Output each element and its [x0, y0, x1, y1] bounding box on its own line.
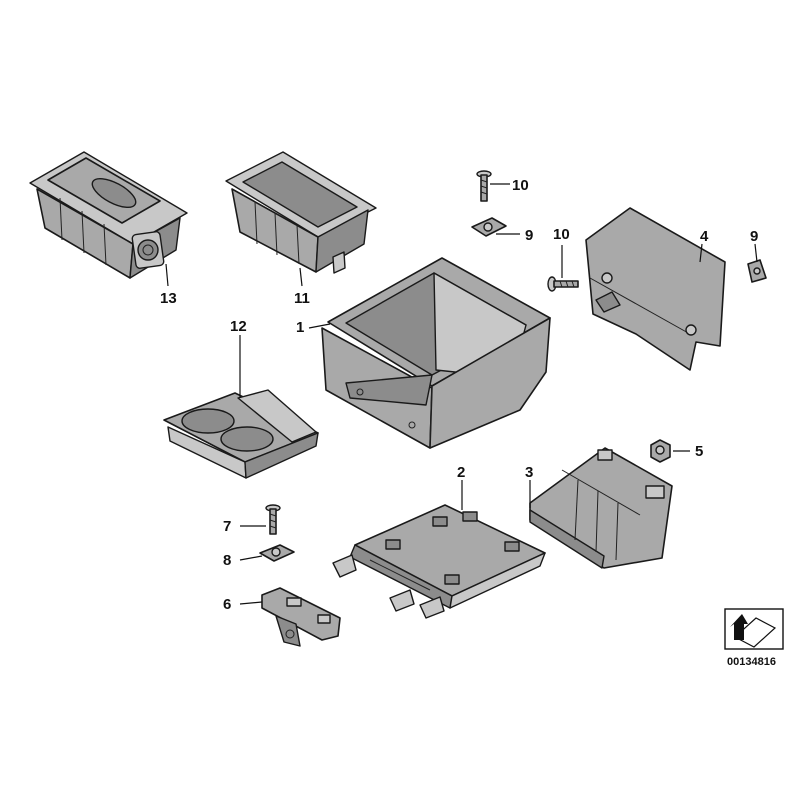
part-4-cover-panel[interactable]	[585, 207, 726, 371]
part-1-console-body[interactable]	[321, 257, 551, 449]
callout-8: 8	[223, 552, 231, 569]
part-5-nut[interactable]	[650, 439, 671, 463]
callout-4: 4	[700, 228, 709, 245]
leader-lines	[165, 183, 758, 605]
document-id: 00134816	[727, 656, 776, 668]
part-13-tray-with-socket[interactable]	[29, 151, 188, 279]
callout-10-upper: 10	[512, 177, 529, 194]
callout-9-upper: 9	[525, 227, 533, 244]
part-3-bracket[interactable]	[529, 447, 673, 569]
part-6-latch[interactable]	[261, 587, 341, 647]
part-7-screw[interactable]	[265, 504, 281, 535]
part-9-clip-nut-upper[interactable]	[471, 217, 507, 237]
callout-1: 1	[296, 319, 304, 336]
part-8-clip-nut[interactable]	[259, 544, 295, 562]
part-2-base-plate[interactable]	[332, 504, 546, 619]
part-10-screw-upper[interactable]	[476, 170, 492, 202]
document-id-block: 00134816	[724, 608, 784, 668]
callout-11: 11	[294, 290, 310, 307]
callout-2: 2	[457, 464, 465, 481]
callout-13: 13	[160, 290, 177, 307]
callout-5: 5	[695, 443, 703, 460]
callout-9-right: 9	[750, 228, 758, 245]
arrow-icon	[730, 614, 777, 648]
callout-10-lower: 10	[553, 226, 570, 243]
callout-6: 6	[223, 596, 231, 613]
part-12-cup-holder[interactable]	[163, 389, 319, 479]
callout-7: 7	[223, 518, 231, 535]
callout-12: 12	[230, 318, 247, 335]
part-10-screw-lower[interactable]	[547, 276, 579, 292]
part-11-open-tray[interactable]	[225, 151, 377, 274]
callout-3: 3	[525, 464, 533, 481]
part-9-clip-right[interactable]	[747, 259, 767, 283]
